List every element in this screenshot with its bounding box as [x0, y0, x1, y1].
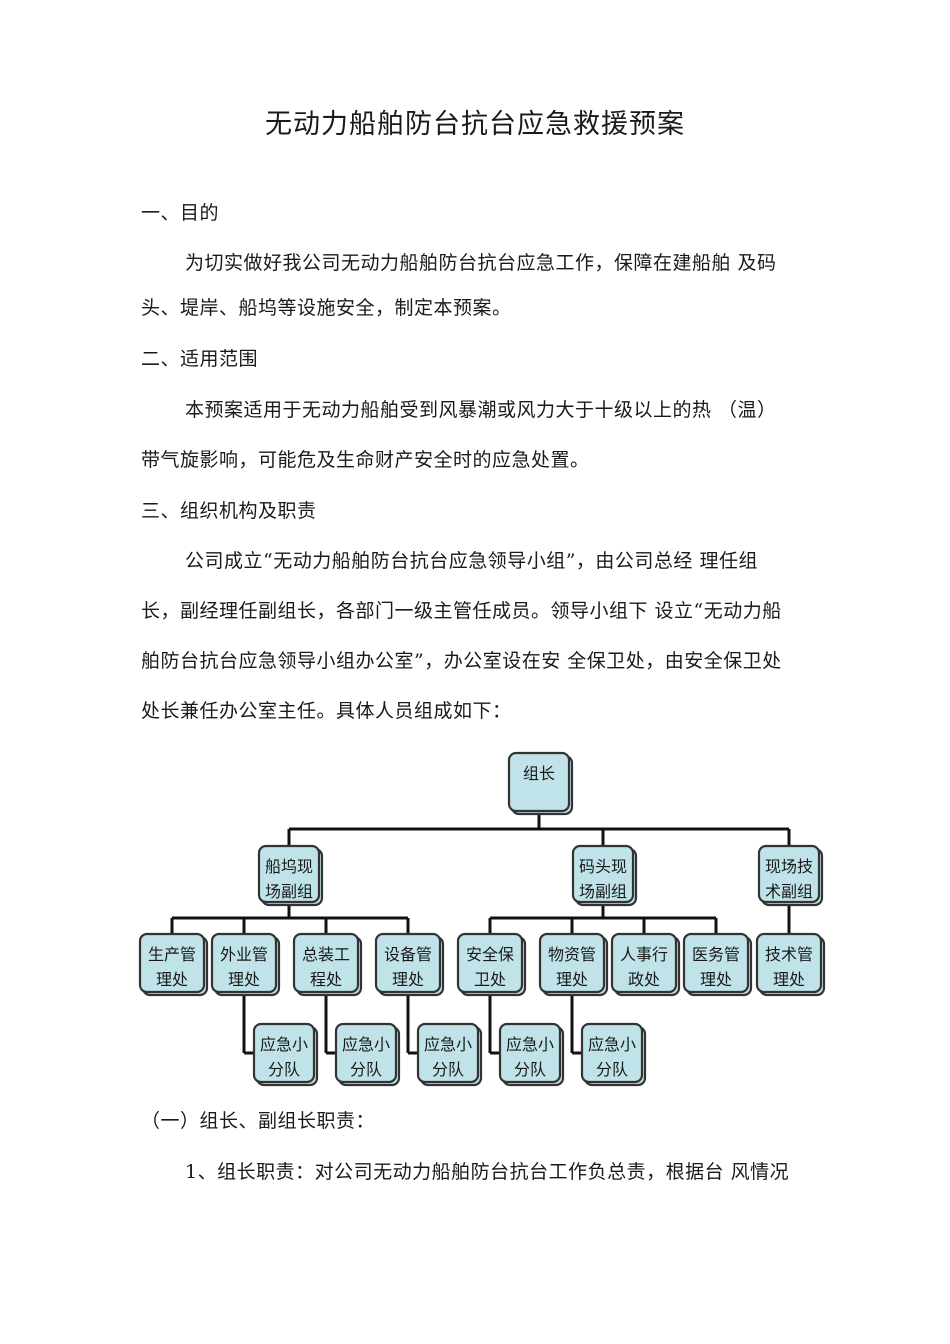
org-node-department-label-1: 物资管: [548, 945, 596, 964]
org-node-team-label-1: 应急小: [424, 1035, 472, 1054]
subsection-heading: （一）组长、副组长职责：: [141, 1110, 376, 1132]
org-node-team-label-1: 应急小: [260, 1035, 308, 1054]
org-node-department-label-1: 安全保: [466, 945, 514, 964]
section-heading-purpose: 一、目的: [141, 202, 220, 224]
org-node-deputy-label-2: 场副组: [265, 882, 313, 901]
org-node-deputy-label-1: 现场技: [765, 857, 813, 876]
org-node-department-label-2: 政处: [628, 970, 660, 989]
org-node-deputy-label-1: 船坞现: [265, 857, 313, 876]
paragraph-line: 舶防台抗台应急领导小组办公室”，办公室设在安 全保卫处，由安全保卫处: [141, 650, 782, 672]
org-node-department-label-2: 理处: [392, 970, 424, 989]
org-node-department-label-1: 技术管: [765, 945, 813, 964]
paragraph-line: 为切实做好我公司无动力船舶防台抗台应急工作，保障在建船舶 及码: [185, 252, 777, 274]
org-node-department-label-2: 理处: [773, 970, 805, 989]
org-node-department-label-2: 程处: [310, 970, 342, 989]
org-node-deputy-label-1: 码头现: [579, 857, 627, 876]
org-node-deputy-label-2: 术副组: [765, 882, 813, 901]
org-node-team-label-2: 分队: [432, 1060, 464, 1079]
section-heading-scope: 二、适用范围: [141, 348, 259, 370]
paragraph-line: 公司成立“无动力船舶防台抗台应急领导小组”，由公司总经 理任组: [185, 550, 758, 572]
org-node-deputy-label-2: 场副组: [579, 882, 627, 901]
org-node-team-label-1: 应急小: [342, 1035, 390, 1054]
paragraph-line: 长，副经理任副组长，各部门一级主管任成员。领导小组下 设立“无动力船: [141, 600, 782, 622]
org-node-department: 安全保卫处: [456, 932, 527, 997]
paragraph-line: 处长兼任办公室主任。具体人员组成如下：: [141, 700, 512, 722]
org-node-department-label-1: 总装工: [302, 945, 350, 964]
paragraph-line: 头、堤岸、船坞等设施安全，制定本预案。: [141, 297, 512, 319]
org-node-department-label-1: 外业管: [220, 945, 268, 964]
section-heading-organization: 三、组织机构及职责: [141, 500, 317, 522]
org-node-root: 组长: [507, 751, 574, 816]
org-node-department-label-1: 设备管: [384, 945, 432, 964]
org-node-team-label-1: 应急小: [506, 1035, 554, 1054]
org-node-department-label-2: 理处: [228, 970, 260, 989]
paragraph-line: 本预案适用于无动力船舶受到风暴潮或风力大于十级以上的热 （温）: [185, 399, 777, 421]
org-node-department-label-1: 医务管: [692, 945, 740, 964]
org-node-department-label-2: 卫处: [474, 970, 506, 989]
org-node-department-label-2: 理处: [700, 970, 732, 989]
org-node-team-label-2: 分队: [350, 1060, 382, 1079]
org-node-team-label-2: 分队: [514, 1060, 546, 1079]
org-node-department-label-1: 人事行: [620, 945, 668, 964]
org-node-team-label-2: 分队: [268, 1060, 300, 1079]
org-node-department-label-1: 生产管: [148, 945, 196, 964]
org-node-department-label-2: 理处: [556, 970, 588, 989]
document-title: 无动力船舶防台抗台应急救援预案: [265, 109, 685, 140]
org-node-team-label-2: 分队: [596, 1060, 628, 1079]
org-node-department-label-2: 理处: [156, 970, 188, 989]
paragraph-line: 1、组长职责：对公司无动力船舶防台抗台工作负总责，根据台 风情况: [185, 1161, 790, 1183]
org-node-root-label-1: 组长: [523, 764, 555, 783]
paragraph-line: 带气旋影响，可能危及生命财产安全时的应急处置。: [141, 449, 590, 471]
org-node-team-label-1: 应急小: [588, 1035, 636, 1054]
